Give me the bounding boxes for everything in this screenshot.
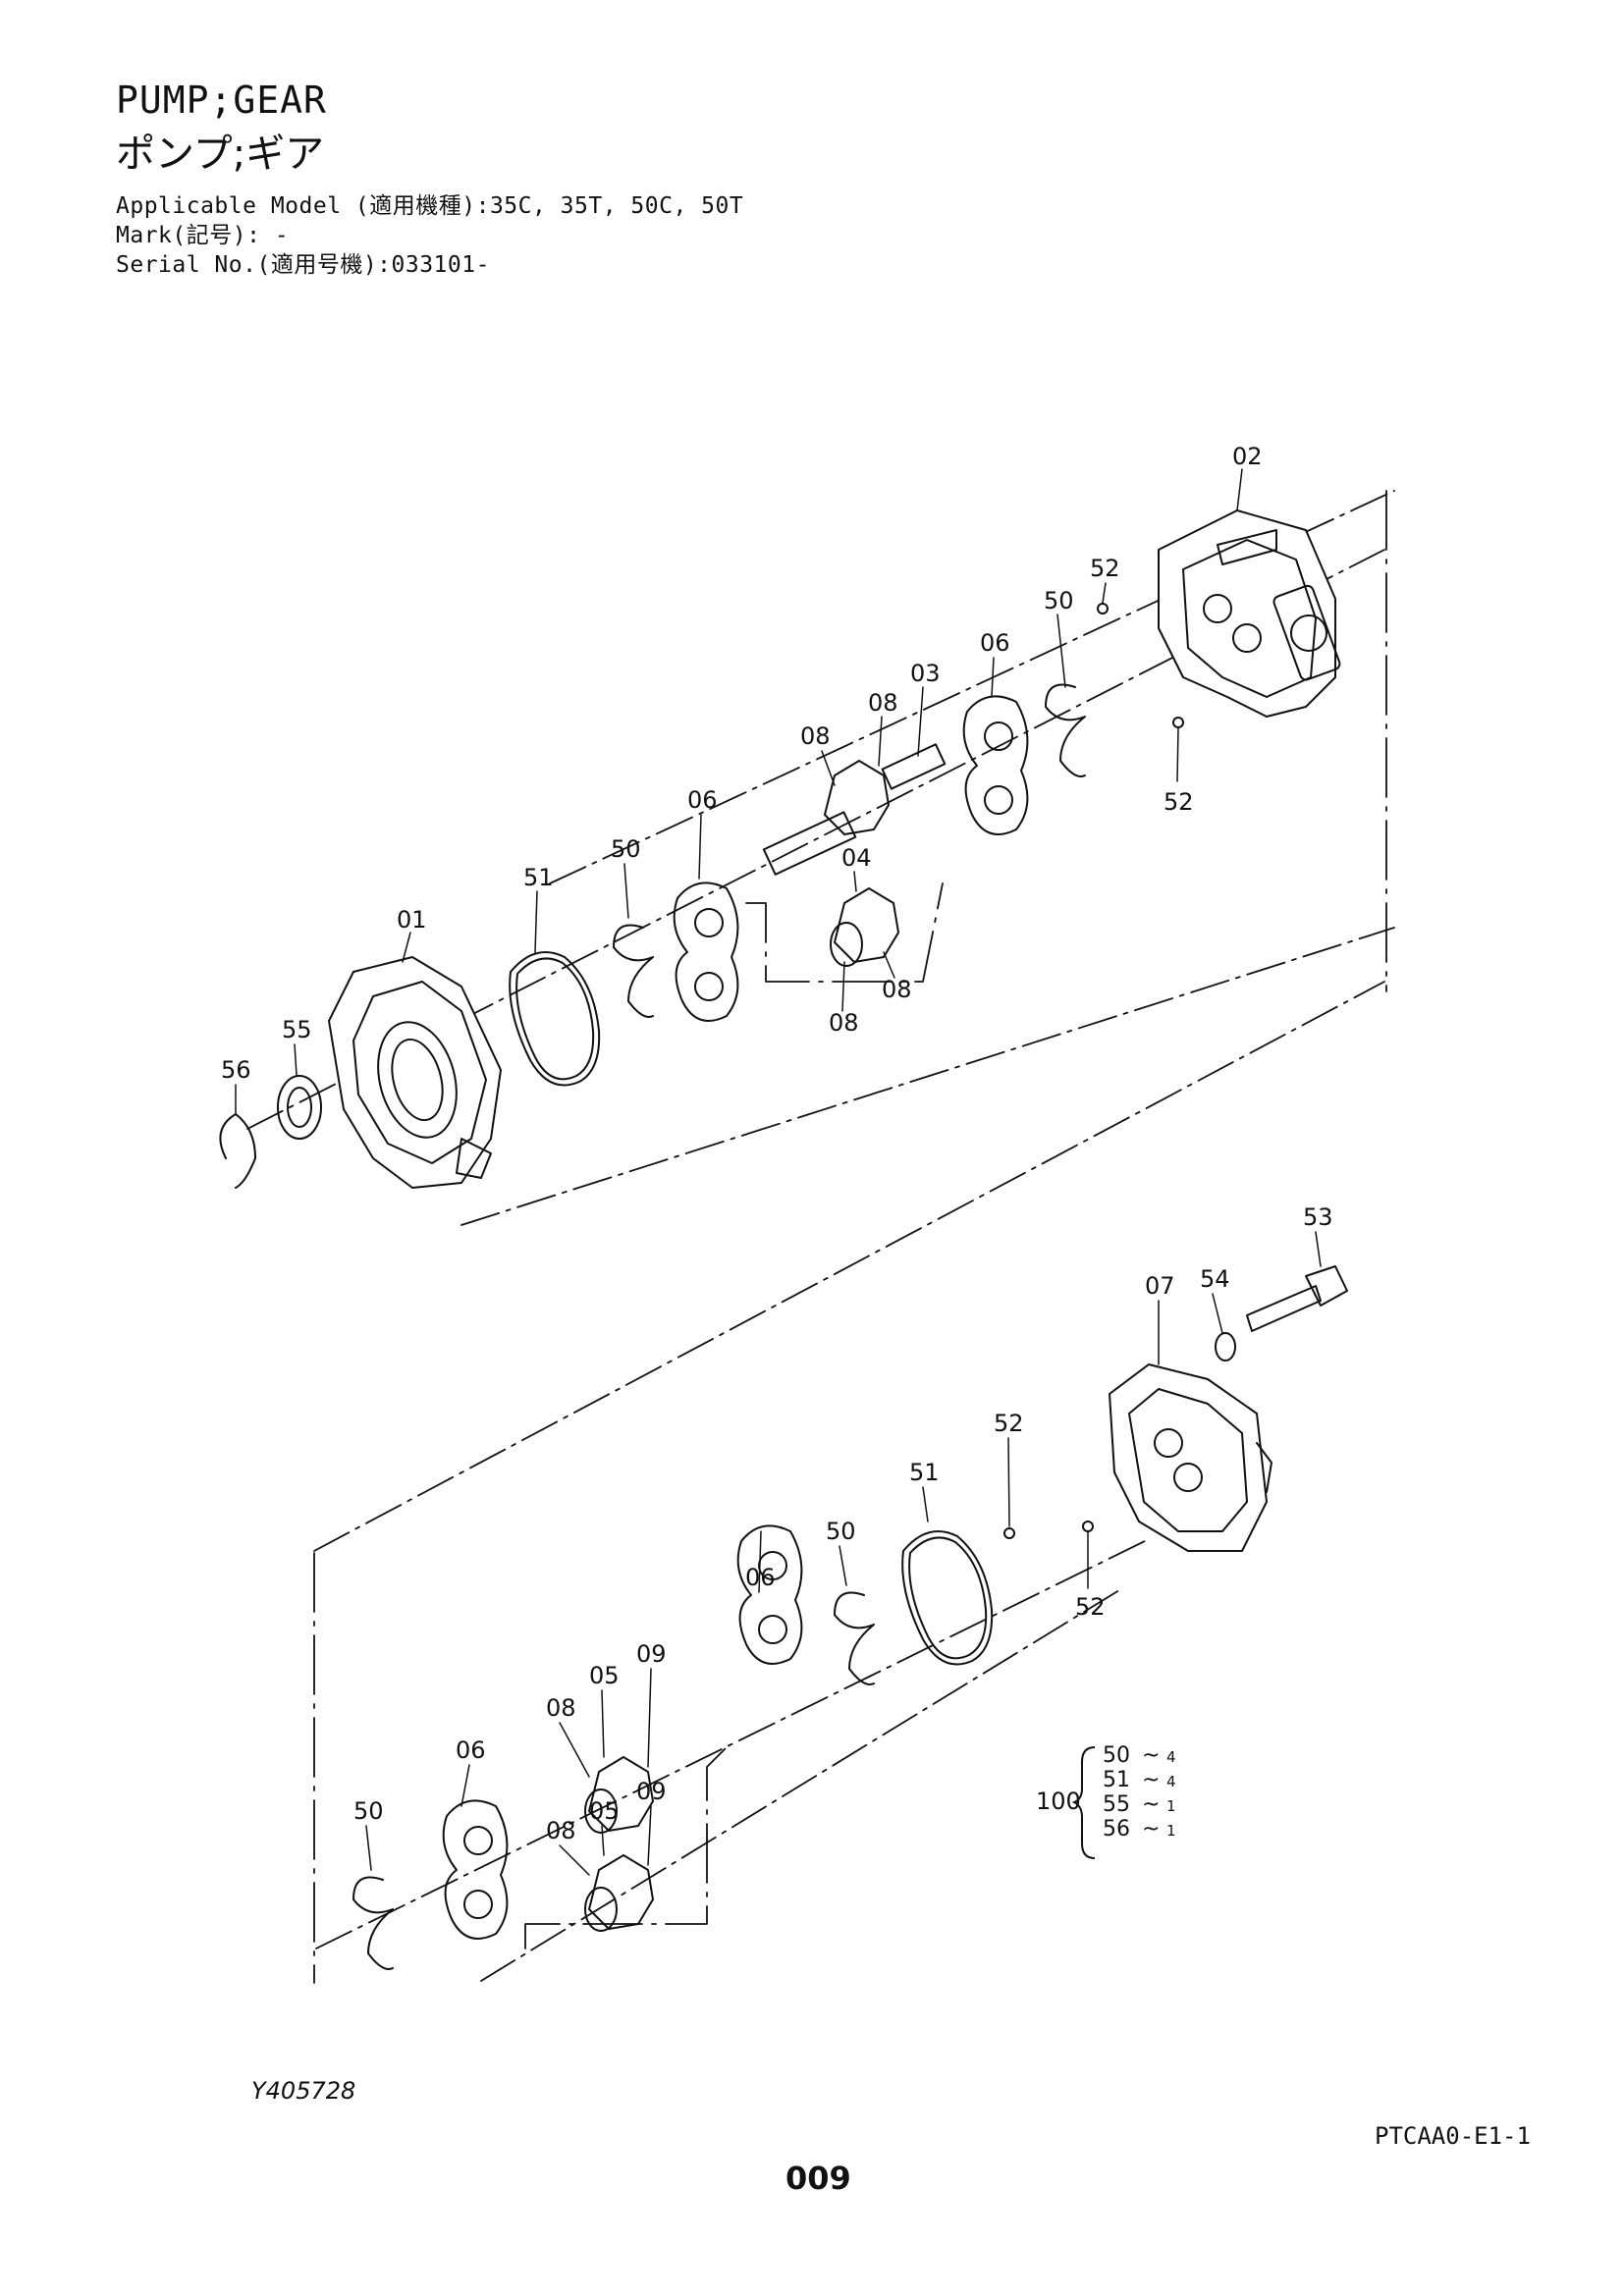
part-06-side-plates xyxy=(442,695,1029,1940)
part-53-bolt xyxy=(1246,1265,1348,1332)
center-lines xyxy=(246,490,1395,1982)
callout-50-c: 50 xyxy=(826,1518,856,1545)
part-07-rear-cover xyxy=(1109,1363,1272,1552)
part-51-o-ring-upper xyxy=(509,951,601,1087)
callout-02: 02 xyxy=(1232,443,1263,470)
page-number: 009 xyxy=(785,2160,851,2197)
part-54-washer xyxy=(1215,1332,1236,1362)
part-50-backup-rings xyxy=(352,683,1086,1970)
callout-06-c: 06 xyxy=(745,1564,776,1591)
kit-item-tilde: ~ xyxy=(1142,1743,1160,1768)
callout-08-b: 08 xyxy=(800,722,831,750)
applicable-model: Applicable Model (適用機種):35C, 35T, 50C, 5… xyxy=(116,193,744,219)
kit-brace xyxy=(1071,1746,1096,1859)
title-japanese: ポンプ;ギア xyxy=(116,132,325,177)
kit-item-qty: 4 xyxy=(1166,1748,1176,1766)
callout-52-c: 52 xyxy=(994,1410,1024,1437)
kit-number: 100 xyxy=(1036,1788,1081,1815)
kit-item-qty: 4 xyxy=(1166,1773,1176,1790)
callout-06-d: 06 xyxy=(456,1736,486,1764)
callout-52-a: 52 xyxy=(1090,555,1120,582)
callout-50-d: 50 xyxy=(353,1797,384,1825)
callout-55: 55 xyxy=(282,1016,312,1043)
callout-08-d: 08 xyxy=(829,1009,859,1037)
kit-item-qty: 1 xyxy=(1166,1822,1176,1840)
kit-item-tilde: ~ xyxy=(1142,1768,1160,1792)
kit-item-part: 50 xyxy=(1103,1743,1130,1768)
part-56-snap-ring xyxy=(219,1113,256,1189)
callout-05-a: 05 xyxy=(589,1662,620,1689)
kit-item-tilde: ~ xyxy=(1142,1817,1160,1842)
callout-51-a: 51 xyxy=(523,864,554,891)
callout-50-a: 50 xyxy=(1044,587,1074,614)
repair-kit-100: 100 50 ~ 4 51 ~ 4 55 ~ 1 56 ~ 1 xyxy=(1036,1743,1176,1859)
gears xyxy=(584,743,947,1932)
mark: Mark(記号): - xyxy=(116,223,290,248)
kit-item-qty: 1 xyxy=(1166,1797,1176,1815)
callout-52-b: 52 xyxy=(1164,788,1194,816)
part-02-housing xyxy=(1158,509,1341,718)
callout-03: 03 xyxy=(910,660,941,687)
kit-item-part: 55 xyxy=(1103,1792,1130,1817)
callout-06-a: 06 xyxy=(980,629,1010,657)
callout-06-b: 06 xyxy=(687,786,718,814)
title-english: PUMP;GEAR xyxy=(116,79,327,122)
callout-51-b: 51 xyxy=(909,1459,940,1486)
kit-item-tilde: ~ xyxy=(1142,1792,1160,1817)
callout-08-e: 08 xyxy=(546,1694,576,1722)
callout-09-b: 09 xyxy=(636,1778,667,1805)
kit-item-part: 51 xyxy=(1103,1768,1130,1792)
callout-08-f: 08 xyxy=(546,1817,576,1844)
drawing-number: Y405728 xyxy=(251,2077,356,2105)
serial-number: Serial No.(適用号機):033101- xyxy=(116,252,490,278)
callout-05-b: 05 xyxy=(589,1797,620,1825)
page-code: PTCAA0-E1-1 xyxy=(1375,2122,1531,2150)
callout-54: 54 xyxy=(1200,1265,1230,1293)
callout-07: 07 xyxy=(1145,1272,1175,1300)
callout-04: 04 xyxy=(841,844,872,872)
kit-item-part: 56 xyxy=(1103,1817,1130,1842)
callout-50-b: 50 xyxy=(611,835,641,863)
callout-01: 01 xyxy=(397,906,427,934)
leader-lines xyxy=(235,468,1322,1876)
callout-53: 53 xyxy=(1303,1203,1333,1231)
part-51-o-ring-lower xyxy=(901,1530,994,1666)
callout-08-a: 08 xyxy=(868,689,898,717)
callout-numbers: 02 52 50 06 03 08 08 52 06 50 51 04 01 0… xyxy=(221,443,1333,1844)
callout-52-d: 52 xyxy=(1075,1593,1106,1621)
part-01-front-cover xyxy=(328,956,502,1189)
part-55-oil-seal xyxy=(277,1075,322,1140)
callout-56: 56 xyxy=(221,1056,251,1084)
callout-08-c: 08 xyxy=(882,976,912,1003)
callout-09-a: 09 xyxy=(636,1640,667,1668)
frame-lines xyxy=(313,490,1387,1984)
